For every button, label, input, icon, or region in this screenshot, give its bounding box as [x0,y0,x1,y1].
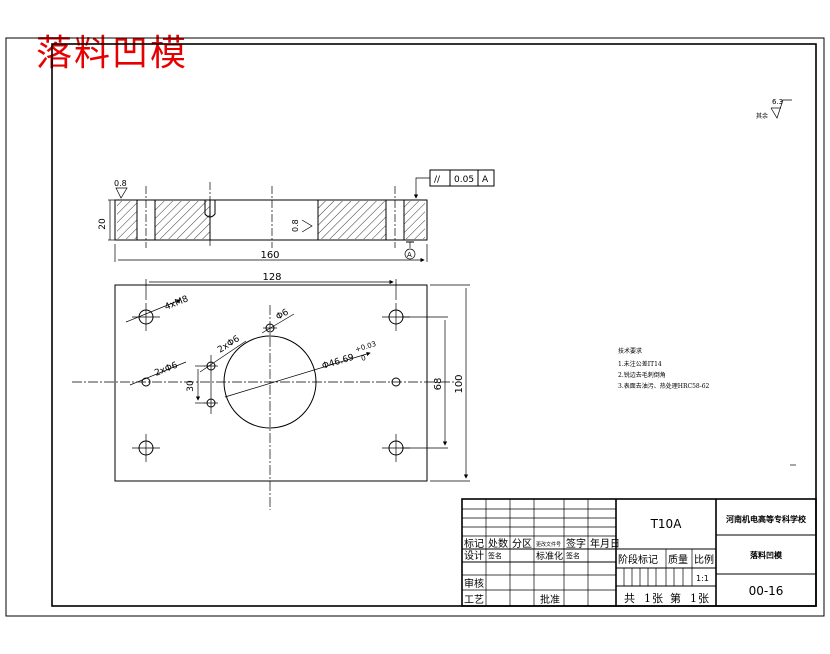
svg-text:0.05: 0.05 [454,175,474,185]
svg-text:其余: 其余 [756,112,768,120]
svg-text:4xM8: 4xM8 [163,294,190,313]
svg-text:河南机电高等专科学校: 河南机电高等专科学校 [726,514,807,524]
drawing-title: 落料凹模 [36,33,189,74]
svg-text:Φ46.69: Φ46.69 [321,353,356,372]
svg-text:审核: 审核 [464,577,484,590]
svg-text:0.8: 0.8 [114,179,127,188]
svg-text:阶段标记: 阶段标记 [618,553,658,566]
svg-text:质量: 质量 [668,554,688,566]
svg-text:0: 0 [360,354,367,363]
svg-text:分区: 分区 [512,538,532,550]
section-view: 20 0.8 0.8 160 // 0.05 A A [98,169,495,263]
outer-border [5,37,825,617]
svg-text:标记: 标记 [464,538,484,550]
svg-text://: // [434,175,441,185]
svg-text:0.8: 0.8 [291,219,300,232]
plan-view: 128 68 100 30 4xM8 2xΦ6 2xΦ6 Φ6 Φ46.69 +… [72,272,470,510]
svg-text:100: 100 [454,374,465,393]
svg-text:6.3: 6.3 [772,98,783,106]
svg-text:批准: 批准 [540,593,560,606]
svg-text:+0.03: +0.03 [354,340,377,354]
svg-text:签名: 签名 [488,551,502,560]
title-block: 标记 处数 分区 更改文件号 签字 年月日 设计 签名 标准化 签名 审核 工艺… [461,498,817,607]
svg-text:落料凹模: 落料凹模 [750,550,783,560]
svg-text:68: 68 [433,378,444,391]
svg-text:3.表面去油污、热处理HRC58-62: 3.表面去油污、热处理HRC58-62 [618,382,710,390]
svg-text:1:1: 1:1 [696,574,709,583]
svg-text:第: 第 [670,591,681,605]
svg-text:年月日: 年月日 [590,537,620,550]
svg-text:1: 1 [690,592,697,605]
svg-text:Φ6: Φ6 [275,307,291,322]
svg-text:30: 30 [186,380,196,392]
svg-text:A: A [407,251,412,259]
bore-circle [223,335,317,429]
technical-requirements: 技术要求 1.未注公差IT14 2.锐边去毛刺倒角 3.表面去油污、热处理HRC… [618,347,796,466]
svg-text:张: 张 [698,592,709,605]
svg-text:20: 20 [98,218,108,230]
svg-text:1.未注公差IT14: 1.未注公差IT14 [618,360,662,368]
svg-text:T10A: T10A [650,517,683,531]
svg-text:共: 共 [624,592,635,605]
svg-text:00-16: 00-16 [749,584,784,598]
svg-text:处数: 处数 [488,537,508,550]
svg-text:标准化: 标准化 [536,550,563,562]
svg-text:128: 128 [262,272,281,283]
svg-text:签名: 签名 [566,551,580,560]
svg-text:2.锐边去毛刺倒角: 2.锐边去毛刺倒角 [618,371,666,379]
inner-border [51,43,817,607]
svg-text:设计: 设计 [464,549,484,562]
surface-finish-note: 其余 6.3 [756,98,792,120]
svg-text:更改文件号: 更改文件号 [536,541,561,548]
svg-text:2xΦ6: 2xΦ6 [153,360,179,378]
svg-text:160: 160 [260,250,279,261]
svg-text:A: A [482,175,489,185]
svg-text:张: 张 [652,592,663,605]
svg-text:签字: 签字 [566,537,586,550]
svg-text:1: 1 [644,592,651,605]
svg-text:技术要求: 技术要求 [618,347,642,355]
svg-text:工艺: 工艺 [464,594,484,606]
svg-text:比例: 比例 [694,553,714,566]
